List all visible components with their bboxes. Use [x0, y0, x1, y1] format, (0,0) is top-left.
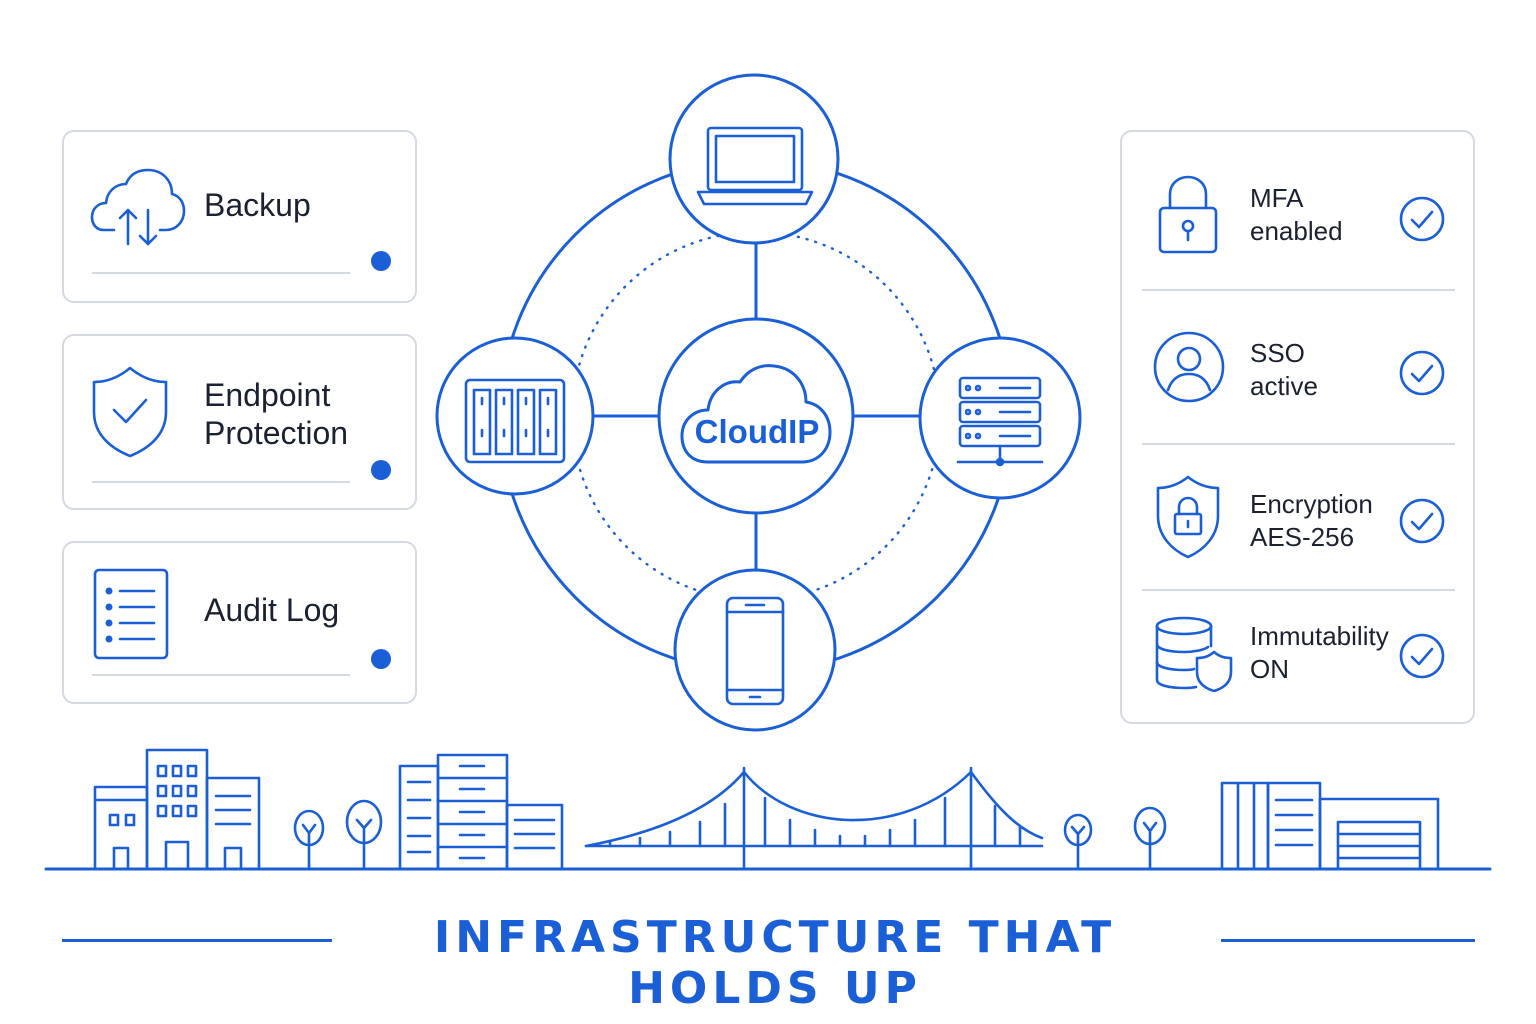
audit-log-card[interactable]: Audit Log	[62, 541, 417, 704]
audit-log-status-dot	[371, 649, 391, 669]
title-rule-right	[1221, 939, 1475, 942]
backup-underline	[92, 272, 350, 274]
audit-log-underline	[92, 674, 350, 676]
endpoint-protection-card[interactable]: Endpoint Protection	[62, 334, 417, 510]
cloud-sync-icon	[90, 168, 186, 246]
backup-label: Backup	[204, 187, 311, 223]
server-rack-node	[918, 336, 1082, 500]
smartphone-icon	[725, 596, 785, 706]
status-row-sso: SSO active	[1122, 292, 1473, 444]
cloud-outline-icon	[680, 364, 832, 464]
status-divider	[1142, 289, 1455, 291]
status-divider	[1142, 589, 1455, 591]
endpoint-protection-underline	[92, 481, 350, 483]
user-icon	[1153, 331, 1225, 403]
status-divider	[1142, 443, 1455, 445]
cloudip-label: CloudIP	[694, 413, 820, 450]
smartphone-node	[673, 568, 837, 732]
trees-left	[293, 799, 383, 871]
sso-label: SSO active	[1250, 338, 1318, 401]
check-circle-icon	[1399, 196, 1445, 242]
endpoint-protection-status-dot	[371, 460, 391, 480]
backup-card[interactable]: Backup	[62, 130, 417, 303]
office-buildings-right	[1220, 781, 1440, 871]
immutability-label: Immutability ON	[1250, 621, 1389, 684]
status-row-immutability: Immutability ON	[1122, 592, 1473, 724]
server-rack-icon	[956, 376, 1044, 467]
padlock-icon	[1158, 175, 1218, 254]
office-buildings-left	[93, 748, 261, 871]
check-circle-icon	[1399, 633, 1445, 679]
shield-lock-icon	[1156, 475, 1220, 559]
storage-array-icon	[464, 378, 566, 464]
audit-log-label: Audit Log	[204, 592, 340, 628]
encryption-label: Encryption AES-256	[1250, 489, 1373, 552]
cloudip-node	[657, 317, 855, 515]
storage-array-node	[435, 336, 595, 496]
check-circle-icon	[1399, 498, 1445, 544]
city-skyline-illustration	[44, 748, 1492, 871]
checklist-icon	[93, 568, 169, 660]
data-center-building	[398, 753, 564, 871]
status-row-encryption: Encryption AES-256	[1122, 446, 1473, 590]
status-row-mfa: MFA enabled	[1122, 132, 1473, 290]
mfa-label: MFA enabled	[1250, 183, 1343, 246]
page-title: INFRASTRUCTURE THAT HOLDS UP	[433, 912, 1117, 1014]
security-status-panel: MFA enabled SSO active Encryption AES-25…	[1120, 130, 1475, 724]
database-shield-icon	[1155, 616, 1233, 692]
endpoint-protection-label: Endpoint Protection	[204, 377, 349, 451]
laptop-node	[668, 73, 840, 245]
check-circle-icon	[1399, 350, 1445, 396]
laptop-icon	[696, 126, 814, 206]
trees-right	[1063, 806, 1167, 871]
shield-check-icon	[92, 366, 168, 458]
backup-status-dot	[371, 251, 391, 271]
title-rule-left	[62, 939, 332, 942]
suspension-bridge	[584, 766, 1044, 871]
